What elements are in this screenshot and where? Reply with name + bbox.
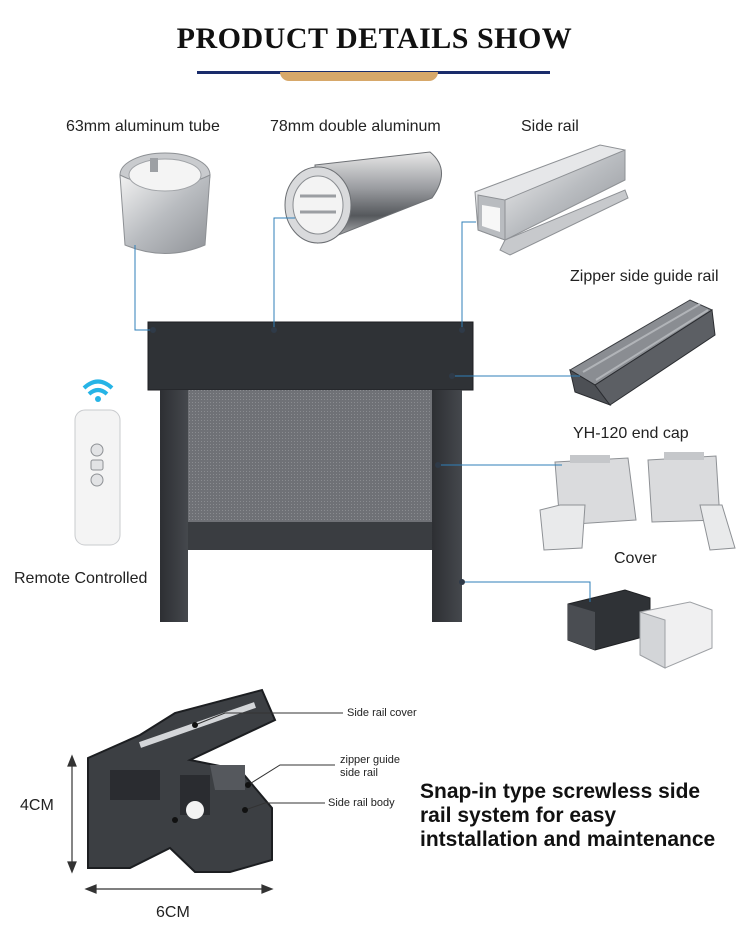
- label-cover: Cover: [614, 550, 657, 567]
- dimension-arrows: [67, 754, 274, 894]
- feature-text-3: intstallation and maintenance: [420, 828, 716, 851]
- label-zipper-guide-2: side rail: [340, 767, 378, 779]
- feature-text-1: Snap-in type screwless side: [420, 780, 701, 803]
- zipper-rail-image: [569, 299, 716, 407]
- label-remote: Remote Controlled: [14, 570, 148, 587]
- remote-image: [74, 379, 121, 546]
- side-rail-image: [474, 144, 629, 256]
- dimension-height: 4CM: [20, 797, 54, 814]
- label-zipper-rail: Zipper side guide rail: [570, 268, 719, 285]
- page-title: PRODUCT DETAILS SHOW: [176, 22, 573, 55]
- dimension-width: 6CM: [156, 904, 190, 921]
- cover-image: [567, 589, 713, 669]
- label-side-rail-body: Side rail body: [328, 797, 395, 809]
- tube-78mm-image: [284, 151, 442, 244]
- label-zipper-guide-1: zipper guide: [340, 754, 400, 766]
- cross-section-image: [87, 688, 277, 873]
- title-accent: [280, 72, 438, 81]
- feature-text-2: rail system for easy: [420, 804, 617, 827]
- label-63mm-tube: 63mm aluminum tube: [66, 118, 220, 135]
- label-side-rail-cover: Side rail cover: [347, 707, 417, 719]
- label-78mm-tube: 78mm double aluminum: [270, 118, 441, 135]
- label-side-rail: Side rail: [521, 118, 579, 135]
- screen-unit-image: [147, 321, 474, 622]
- leader-lines: [134, 217, 591, 602]
- tube-63mm-image: [119, 152, 211, 254]
- end-cap-image: [539, 452, 736, 551]
- label-end-cap: YH-120 end cap: [573, 425, 689, 442]
